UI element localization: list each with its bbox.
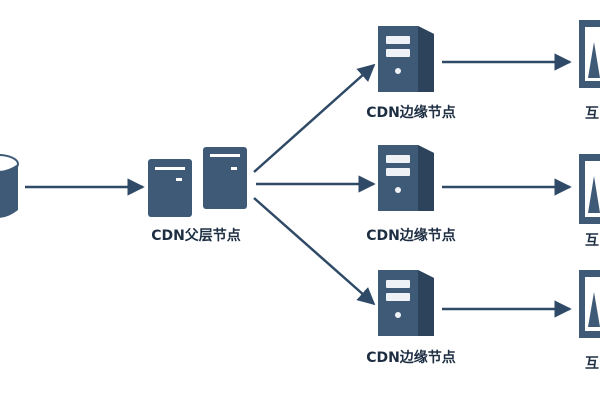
monitor-bottom-label: 互 — [585, 356, 599, 372]
monitor-middle-label: 互 — [585, 233, 599, 249]
database-icon — [0, 154, 19, 218]
edge-node-bottom: CDN边缘节点 — [366, 270, 456, 366]
edge-node-top-label: CDN边缘节点 — [366, 104, 456, 121]
server-icon — [203, 147, 247, 209]
monitor-icon — [579, 154, 600, 224]
monitor-middle: 互 — [579, 154, 600, 249]
edge-node-middle: CDN边缘节点 — [366, 145, 456, 244]
edge-node-bottom-label: CDN边缘节点 — [366, 349, 456, 366]
monitor-top: 互 — [579, 20, 600, 122]
monitor-bottom: 互 — [579, 270, 600, 372]
parent-node: CDN父层节点 — [148, 147, 247, 244]
edge-node-middle-label: CDN边缘节点 — [366, 227, 456, 244]
monitor-icon — [579, 20, 600, 88]
monitor-icon — [579, 270, 600, 338]
parent-node-label: CDN父层节点 — [151, 227, 241, 244]
server-icon — [378, 145, 434, 211]
server-icon — [378, 270, 434, 336]
connector-parent-to-edge-bottom — [253, 197, 376, 306]
edge-node-top: CDN边缘节点 — [366, 26, 456, 121]
connector-parent-to-edge-top — [253, 63, 376, 173]
server-icon — [148, 159, 192, 217]
monitor-top-label: 互 — [585, 106, 599, 122]
server-icon — [378, 26, 434, 92]
